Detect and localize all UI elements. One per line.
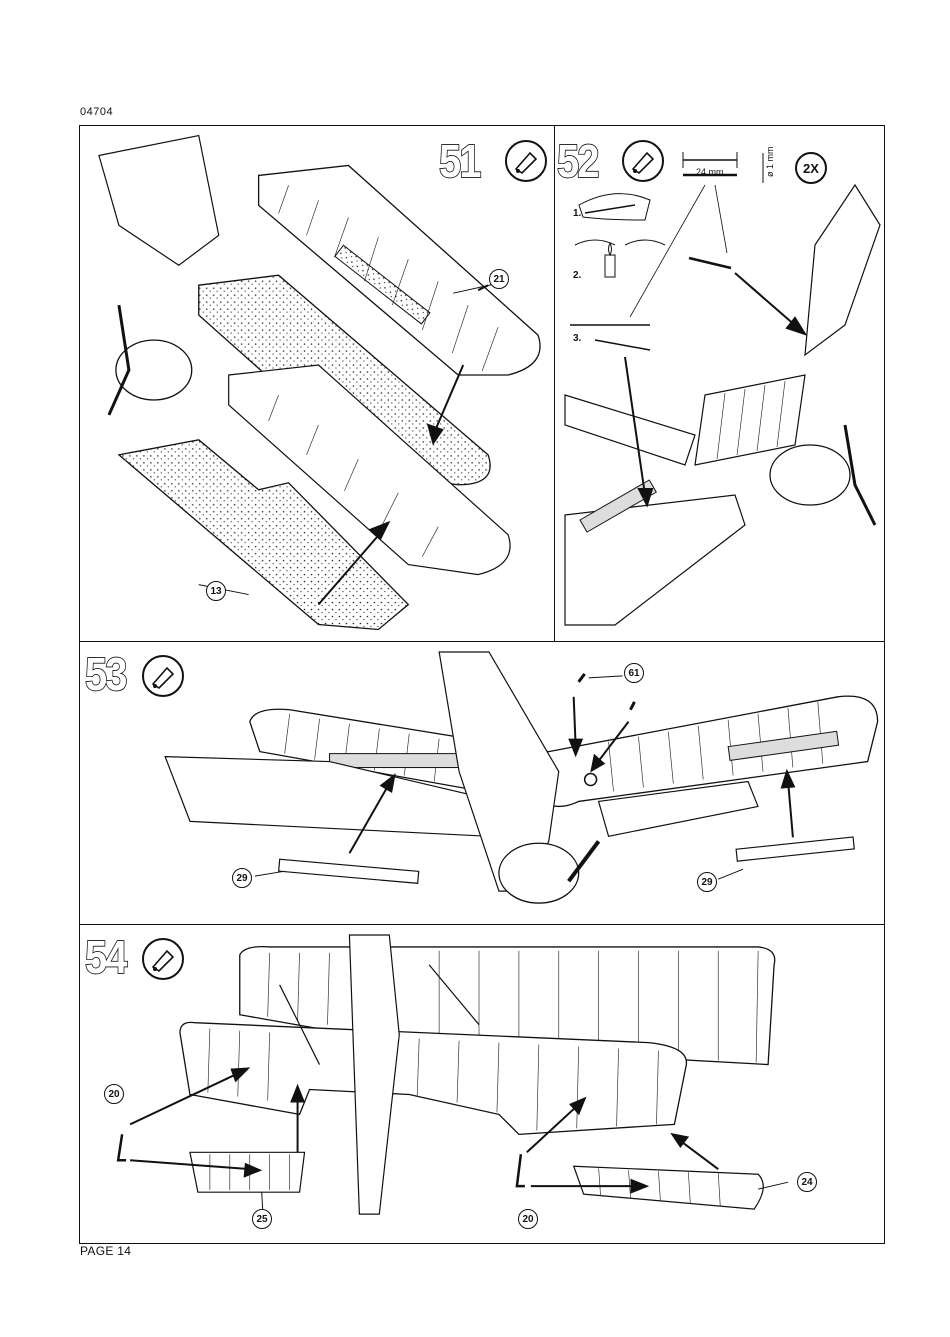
substep-3: 3.	[573, 333, 581, 344]
step-52-number: 52	[557, 139, 598, 185]
part-callout-29-right: 29	[697, 872, 717, 892]
step-53-number: 53	[85, 652, 126, 698]
part-callout-29-left: 29	[232, 868, 252, 888]
page-footer: PAGE 14	[80, 1244, 131, 1258]
step-54-panel: 54 20 25 20 24	[79, 924, 885, 1244]
glue-tube-icon	[141, 654, 185, 698]
part-callout-24: 24	[797, 1172, 817, 1192]
part-callout-21: 21	[489, 269, 509, 289]
part-callout-25: 25	[252, 1209, 272, 1229]
wire-diameter-label: ø 1 mm	[765, 147, 775, 178]
step-52-panel: 52 24 mm ø 1 mm 2X 1. 2. 3.	[555, 125, 885, 641]
glue-tube-icon	[141, 937, 185, 981]
step-51-illustration	[79, 125, 554, 641]
part-callout-20-left: 20	[104, 1084, 124, 1104]
step-51-number: 51	[439, 139, 480, 185]
quantity-badge: 2X	[795, 152, 827, 184]
part-callout-13: 13	[206, 581, 226, 601]
step-51-panel: 51 21 13	[79, 125, 555, 641]
substep-1: 1.	[573, 208, 581, 219]
step-54-illustration	[79, 925, 885, 1244]
step-52-illustration	[555, 125, 885, 641]
part-callout-61: 61	[624, 663, 644, 683]
substep-2: 2.	[573, 270, 581, 281]
step-53-panel: 53 61 29 29	[79, 641, 885, 924]
step-53-illustration	[79, 642, 885, 924]
glue-tube-icon	[504, 139, 548, 183]
document-number: 04704	[80, 106, 113, 118]
part-callout-20-right: 20	[518, 1209, 538, 1229]
wire-length-label: 24 mm	[696, 167, 724, 177]
step-54-number: 54	[85, 935, 126, 981]
glue-tube-icon	[621, 139, 665, 183]
